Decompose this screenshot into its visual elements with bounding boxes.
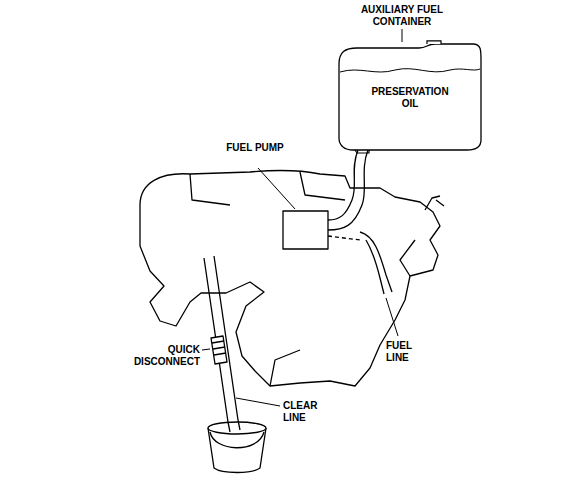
leader-line [258, 168, 295, 209]
contents-label: PRESERVATION OIL [368, 86, 452, 110]
quick-disconnect [211, 336, 227, 364]
fuel-container: PRESERVATION OIL [335, 40, 485, 152]
bucket-rim [208, 422, 266, 434]
supply-hose [328, 150, 368, 230]
container-body [339, 44, 481, 150]
leader-line [202, 349, 210, 350]
clear-line-end [228, 420, 240, 432]
bucket-handle [210, 432, 264, 448]
leader-line [386, 298, 398, 336]
fuel-line-hose [360, 232, 392, 294]
filler-cap [427, 41, 441, 44]
leader-line [402, 29, 403, 42]
engine-detail [190, 172, 415, 386]
leader-line [236, 398, 280, 406]
part-label: AUXILIARY FUEL CONTAINER [352, 4, 452, 28]
coupling-ribs [212, 341, 226, 355]
dashed-connection [328, 236, 360, 240]
fuel-pump [283, 211, 328, 249]
part-label: FUEL PUMP [225, 142, 285, 154]
part-label: QUICK DISCONNECT [120, 344, 200, 368]
part-label: FUEL LINE [386, 340, 426, 364]
oil-surface [340, 69, 480, 72]
part-label: CLEAR LINE [283, 400, 333, 424]
clear-line [204, 256, 238, 422]
outlet-fitting [355, 150, 369, 153]
outlet-fitting [425, 196, 444, 210]
bucket [208, 428, 266, 473]
